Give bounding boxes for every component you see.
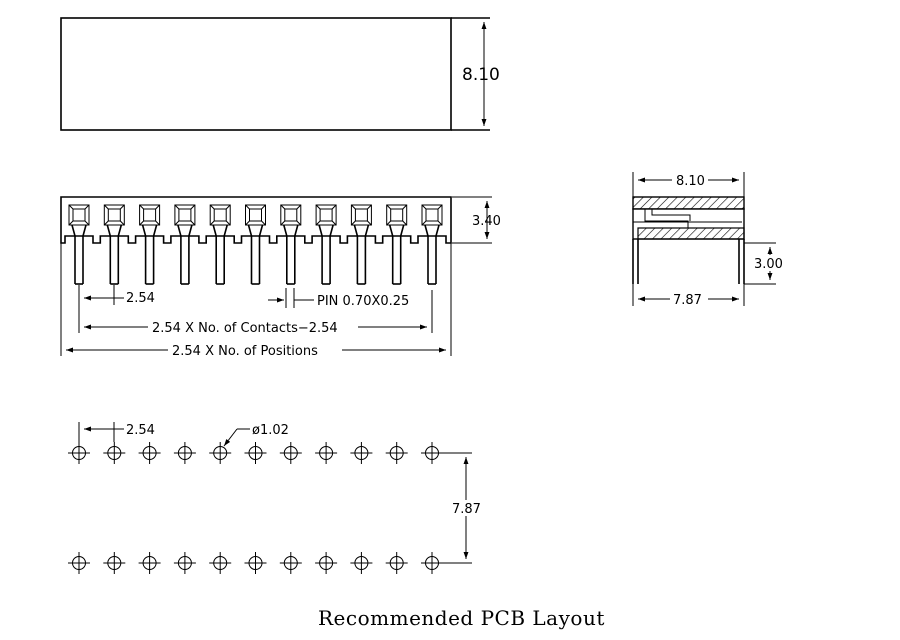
front-view-body <box>60 196 452 244</box>
front-contact <box>386 204 408 285</box>
pcb-hole <box>244 442 267 464</box>
front-contact <box>280 204 302 285</box>
front-contact <box>315 204 337 285</box>
pcb-hole <box>173 552 196 574</box>
pcb-pitch-label: 2.54 <box>126 423 155 438</box>
top-view: 8.10 <box>60 17 500 131</box>
pcb-hole <box>279 552 302 574</box>
pcb-hole <box>315 552 338 574</box>
pcb-hole <box>315 442 338 464</box>
pcb-hole <box>68 442 90 464</box>
front-contact <box>139 204 161 285</box>
pcb-hole <box>350 442 373 464</box>
pcb-hole <box>103 442 126 464</box>
side-view: 8.10 3.00 7.87 <box>632 172 786 308</box>
top-height-label: 8.10 <box>462 65 500 85</box>
pin-size-label: PIN 0.70X0.25 <box>317 294 409 309</box>
front-contact <box>421 204 443 285</box>
top-view-body <box>60 17 452 131</box>
pcb-hole <box>103 552 126 574</box>
pcb-hole-diameter-label: ø1.02 <box>252 423 289 438</box>
front-body-outline <box>60 196 452 244</box>
contacts-span-label: 2.54 X No. of Contacts−2.54 <box>152 321 338 336</box>
pcb-hole <box>385 442 408 464</box>
pcb-layout: 2.54 ø1.02 7.87 Recommended PCB Layout <box>68 422 605 630</box>
positions-span-label: 2.54 X No. of Positions <box>172 344 318 359</box>
pcb-hole <box>138 552 161 574</box>
side-pin-span-label: 7.87 <box>673 293 702 308</box>
pcb-hole <box>350 552 373 574</box>
front-contact <box>350 204 372 285</box>
pcb-hole <box>421 442 443 464</box>
pcb-hole <box>138 442 161 464</box>
front-height-label: 3.40 <box>472 214 501 229</box>
pcb-holes <box>68 442 443 574</box>
pcb-hole <box>209 552 232 574</box>
pcb-hole <box>421 552 443 574</box>
front-contact <box>68 204 90 285</box>
pcb-hole <box>173 442 196 464</box>
pcb-row-spacing-label: 7.87 <box>452 502 481 517</box>
pcb-layout-caption: Recommended PCB Layout <box>318 606 605 630</box>
front-contact <box>209 204 231 285</box>
front-contact <box>174 204 196 285</box>
pcb-hole <box>279 442 302 464</box>
pcb-hole <box>385 552 408 574</box>
pcb-hole <box>244 552 267 574</box>
side-height-label: 3.00 <box>754 257 783 272</box>
pcb-hole <box>68 552 90 574</box>
side-width-label: 8.10 <box>676 174 705 189</box>
front-contact <box>103 204 125 285</box>
front-view: 3.40 2.54 PIN 0.70X0.25 2.54 X No. of Co… <box>60 196 501 359</box>
front-pitch-label: 2.54 <box>126 291 155 306</box>
front-view-contacts <box>68 204 443 285</box>
front-contact <box>245 204 266 285</box>
pcb-hole <box>209 442 232 464</box>
